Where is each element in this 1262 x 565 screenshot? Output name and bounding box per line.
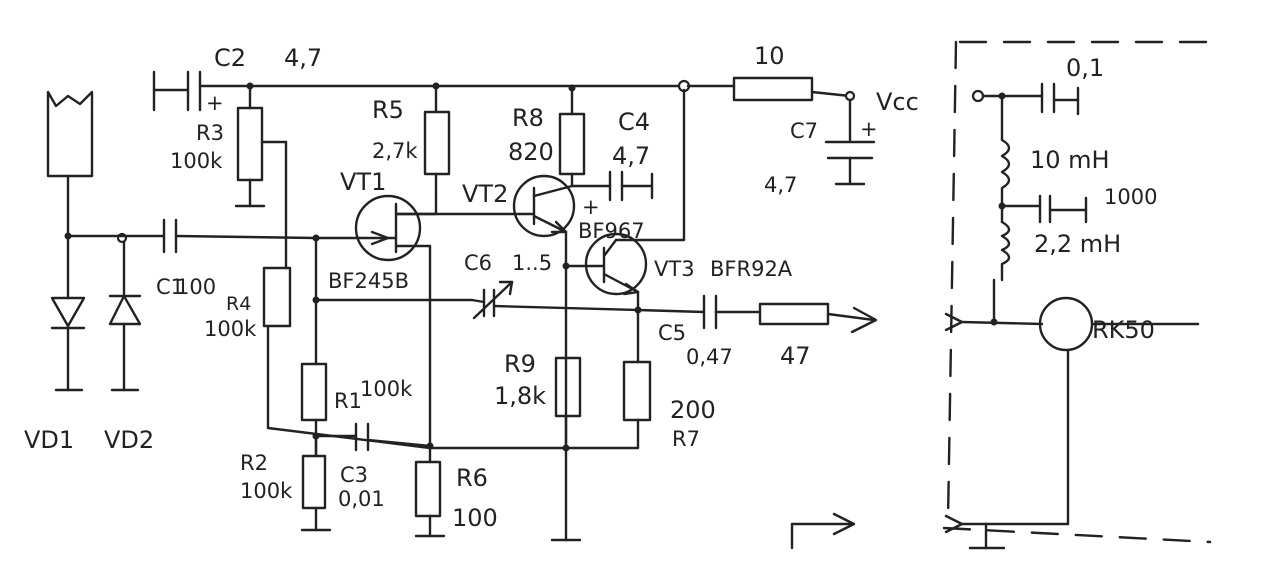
capacitor-c5 [636, 294, 762, 330]
label-r6-value: 100 [452, 504, 498, 532]
junction [562, 262, 570, 270]
label-c2: C2 [214, 44, 246, 72]
label-c3-value: 0,01 [338, 487, 385, 511]
label-r1: R1 [334, 389, 362, 413]
capacitor-c1 [162, 218, 318, 254]
resistor-output [758, 302, 878, 334]
label-c6-value: 1..5 [512, 251, 552, 275]
capacitor-c4 [570, 170, 654, 202]
label-r-out-value: 47 [780, 342, 811, 370]
label-r9: R9 [504, 350, 536, 378]
output-arrow-symbol [790, 512, 856, 550]
label-c4: C4 [618, 108, 650, 136]
capacitor-c2 [152, 70, 202, 112]
label-vt2-type: BF967 [578, 219, 645, 243]
label-r5: R5 [372, 96, 404, 124]
label-r4-value: 100k [204, 317, 257, 341]
junction [990, 318, 998, 326]
label-rk50: RK50 [1092, 316, 1155, 344]
diode-vd1 [50, 234, 86, 392]
label-c3: C3 [340, 463, 368, 487]
label-vt1: VT1 [340, 168, 386, 196]
label-r8-value: 820 [508, 138, 554, 166]
transistor-vt1 [314, 194, 522, 450]
label-r3-value: 100k [170, 149, 223, 173]
label-vt3-type: BFR92A [710, 257, 793, 281]
junction [971, 89, 985, 103]
diode-vd2 [108, 236, 142, 392]
capacitor-c7 [824, 98, 876, 186]
label-r2-value: 100k [240, 479, 293, 503]
label-c7-value: 4,7 [764, 173, 797, 197]
label-r5-value: 2,7k [372, 139, 418, 163]
label-r9-value: 1,8k [494, 382, 546, 410]
labels: C2 4,7 + R3 100k R5 2,7k R8 820 C4 4,7 +… [24, 42, 1157, 532]
label-c1-value: 100 [176, 275, 216, 299]
label-r2: R2 [240, 451, 268, 475]
label-r7-value: 200 [670, 396, 716, 424]
resistor-r8 [558, 86, 586, 188]
label-vcc: Vcc [876, 88, 919, 116]
resistor-r5 [423, 84, 451, 200]
resistor-r2 [300, 434, 332, 532]
label-c5-value: 0,47 [686, 345, 733, 369]
label-vt2: VT2 [462, 180, 508, 208]
label-r7: R7 [672, 427, 700, 451]
label-r6: R6 [456, 464, 488, 492]
antenna [46, 90, 94, 238]
label-c6: C6 [464, 251, 492, 275]
label-c4-plus: + [582, 195, 600, 219]
label-c5: C5 [658, 321, 686, 345]
resistor-r10 [686, 76, 852, 102]
label-r10-value: 10 [754, 42, 785, 70]
label-vd1: VD1 [24, 426, 74, 454]
resistor-r9 [550, 356, 582, 542]
capacitor-c6 [470, 280, 640, 320]
label-vt1-type: BF245B [328, 269, 409, 293]
output-module [942, 40, 1212, 550]
label-r8: R8 [512, 104, 544, 132]
label-c-top-value: 0,1 [1066, 54, 1104, 82]
label-r1-value: 100k [360, 377, 413, 401]
resistor-r3 [234, 84, 288, 208]
resistor-r7 [622, 308, 652, 422]
label-c2-plus: + [206, 91, 224, 115]
resistor-r6 [414, 444, 446, 538]
label-c1: C1 [156, 275, 184, 299]
capacitor-c3 [314, 422, 432, 452]
label-r4: R4 [226, 293, 251, 315]
label-l1-value: 10 mH [1030, 146, 1110, 174]
label-c-mid-value: 1000 [1104, 185, 1157, 209]
label-l2-value: 2,2 mH [1034, 230, 1121, 258]
label-r3: R3 [196, 121, 224, 145]
transistor-vt3 [564, 232, 648, 310]
label-vt3: VT3 [654, 257, 695, 281]
label-c4-value: 4,7 [612, 142, 650, 170]
label-c7-plus: + [860, 117, 878, 141]
label-c2-value: 4,7 [284, 44, 322, 72]
label-c7: C7 [790, 119, 818, 143]
label-vd2: VD2 [104, 426, 154, 454]
